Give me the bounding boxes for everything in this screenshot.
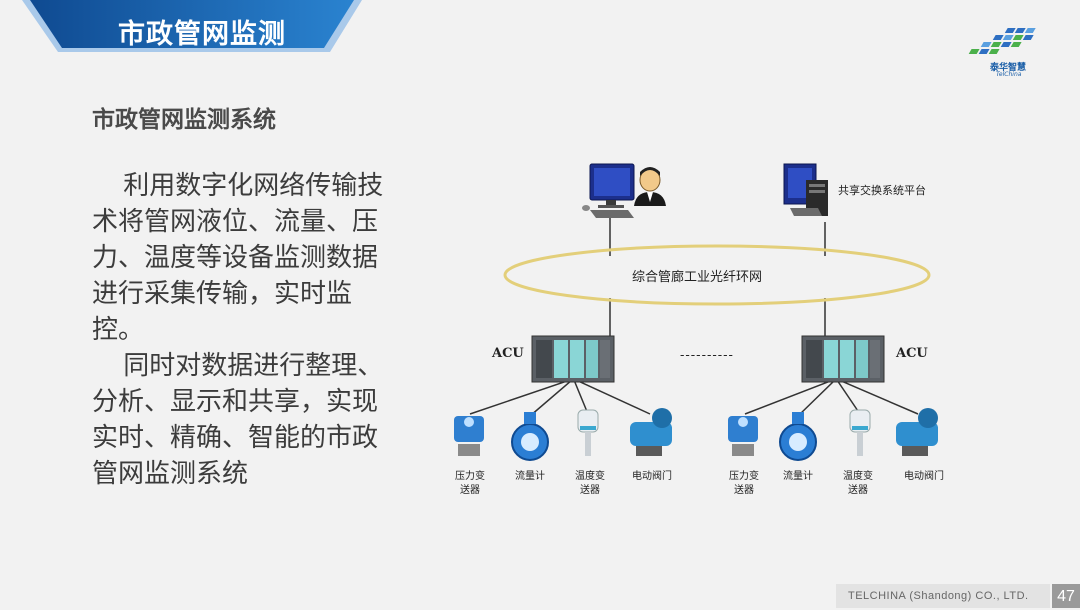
fiber-ring xyxy=(503,244,931,306)
footer-company: TELCHINA (Shandong) CO., LTD. xyxy=(848,590,1029,602)
platform-label: 共享交换系统平台 xyxy=(838,184,926,197)
pressure-transmitter-icon xyxy=(454,416,484,456)
temperature-transmitter-icon xyxy=(849,409,871,456)
flowmeter-icon xyxy=(779,412,817,461)
section-title: 市政管网监测系统 xyxy=(92,107,276,133)
device-label: 电动阀门 xyxy=(904,471,944,482)
network-diagram: 共享交换系统平台 综合管廊工业光纤环网 ACU ACU ---------- 压… xyxy=(440,160,960,510)
device-label: 压力变 送器 xyxy=(455,471,485,496)
electric-valve-icon xyxy=(630,408,672,456)
device-label: 温度变 送器 xyxy=(575,471,605,496)
rack-separator: ---------- xyxy=(680,348,734,363)
logo-subtitle: TelChina xyxy=(996,71,1022,78)
device-label: 压力变 送器 xyxy=(729,471,759,496)
device-label: 温度变 送器 xyxy=(843,471,873,496)
electric-valve-icon xyxy=(896,408,938,456)
device-label: 流量计 xyxy=(515,471,545,482)
flowmeter-icon xyxy=(511,412,549,461)
footer-bar xyxy=(836,584,1050,608)
body-text: 利用数字化网络传输技术将管网液位、流量、压力、温度等设备监测数据进行采集传输，实… xyxy=(92,168,392,492)
company-logo-icon xyxy=(968,28,1036,54)
page-number: 47 xyxy=(1052,584,1080,608)
header-band xyxy=(22,0,362,52)
acu-rack-right xyxy=(801,335,885,383)
acu-label-right: ACU xyxy=(896,346,928,361)
logo-name: 泰华智慧 xyxy=(990,63,1027,73)
operator-icon xyxy=(634,167,666,206)
temperature-transmitter-icon xyxy=(577,409,599,456)
pressure-transmitter-icon xyxy=(728,416,758,456)
device-label: 电动阀门 xyxy=(632,471,672,482)
ring-label: 综合管廊工业光纤环网 xyxy=(632,270,763,285)
paragraph: 同时对数据进行整理、分析、显示和共享，实现实时、精确、智能的市政管网监测系统 xyxy=(92,351,384,489)
acu-label-left: ACU xyxy=(492,346,524,361)
diagram-graphics xyxy=(454,163,938,461)
computer-icon xyxy=(582,163,635,218)
device-label: 流量计 xyxy=(783,471,813,482)
page-title: 市政管网监测 xyxy=(118,19,286,50)
acu-rack-left xyxy=(531,335,615,383)
server-icon xyxy=(783,163,828,216)
paragraph: 利用数字化网络传输技术将管网液位、流量、压力、温度等设备监测数据进行采集传输，实… xyxy=(92,171,384,345)
